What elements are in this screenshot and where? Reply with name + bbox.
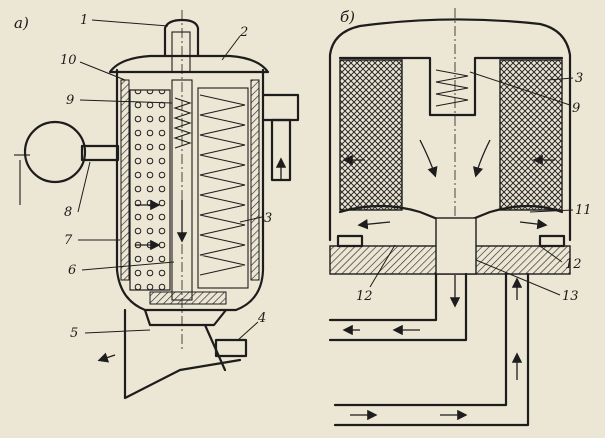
outlet-pipe [328,272,468,342]
bottom-hatch [149,291,227,305]
flow-arrow [519,218,548,230]
flow-arrow [357,219,391,230]
inner-shell [120,79,130,281]
figure-a: а) 1 2 10 9 8 7 6 3 5 4 [14,10,300,400]
gasket-left [336,234,364,248]
panel-label-b: б) [340,8,355,26]
element-frame [197,87,249,289]
label-5: 5 [70,326,78,341]
cover-2 [108,54,270,74]
label-11: 11 [575,203,592,218]
dome-casing [328,18,572,242]
label-9b: 9 [572,101,580,116]
seal-11 [338,204,442,222]
label-4: 4 [257,311,266,326]
pressure-gauge-8 [23,120,87,184]
perforated-tube [129,89,171,291]
bottom-5 [143,308,228,327]
plug-1-inner [171,31,191,73]
inlet-pipe [333,272,530,427]
label-7: 7 [64,233,73,248]
gasket-right [538,234,566,248]
top-cap [338,56,564,117]
flow-arrow [472,139,491,178]
filter-element-3 [199,94,246,276]
drain-plug-4 [214,338,248,358]
label-8: 8 [64,205,72,220]
label-12-right: 12 [565,257,582,272]
filter-element-3-right [499,59,563,211]
label-10: 10 [60,53,77,68]
label-9: 9 [66,93,74,108]
leader-lines-a [77,19,263,341]
flow-arrow [97,352,116,363]
figure-b: б) 3 9 11 12 12 13 [328,8,592,427]
leader-lines-b [369,71,574,296]
outlet-tube [435,217,477,275]
seal-11-right [468,204,564,222]
label-2: 2 [239,25,248,40]
spring-9 [173,97,192,149]
flow-arrow [419,139,438,178]
label-6: 6 [68,263,76,278]
housing-body-7 [115,68,265,312]
panel-label-a: а) [14,14,29,32]
label-12-left: 12 [356,289,373,304]
stand-legs [123,308,242,400]
plug-1 [163,18,200,58]
label-1: 1 [80,13,88,28]
label-3b: 3 [575,71,583,86]
gauge-stem [80,144,120,162]
spring-9b [435,69,469,107]
filter-element-3-left [339,59,403,211]
inner-shell-right [250,79,260,281]
inlet-fitting [261,93,300,122]
label-13: 13 [562,289,579,304]
label-3: 3 [264,211,272,226]
